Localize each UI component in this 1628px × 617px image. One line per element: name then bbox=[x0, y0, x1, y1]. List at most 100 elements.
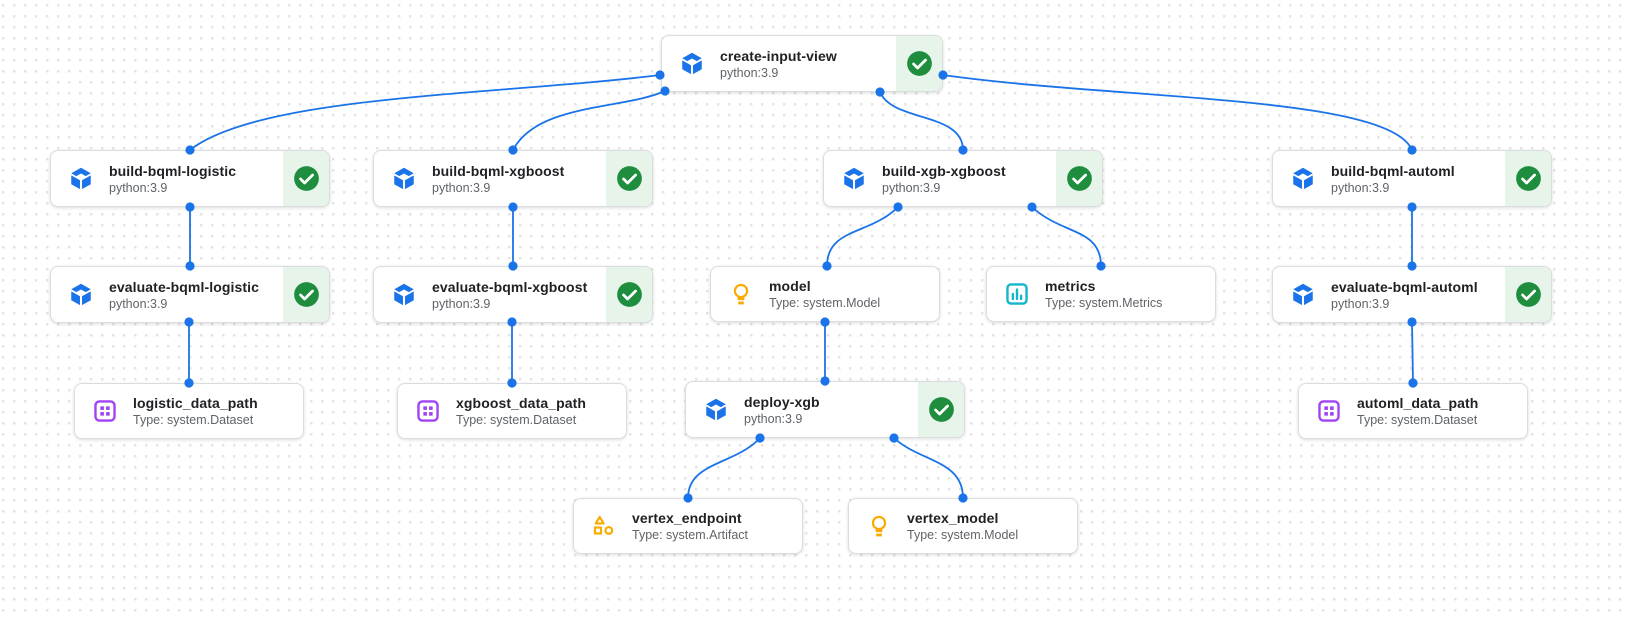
node-subtitle: Type: system.Artifact bbox=[632, 528, 749, 542]
node-title: logistic_data_path bbox=[133, 395, 258, 411]
node-title: build-bqml-logistic bbox=[109, 162, 237, 179]
node-title: vertex_model bbox=[907, 510, 999, 526]
node-subtitle: python:3.9 bbox=[109, 180, 168, 195]
component-cube-icon bbox=[68, 166, 94, 192]
success-check-icon bbox=[928, 396, 955, 423]
component-cube-icon bbox=[679, 51, 705, 77]
edge-create-input-view-to-build-bqml-automl bbox=[942, 74, 1413, 151]
node-subtitle: python:3.9 bbox=[432, 180, 491, 195]
status-zone-succeeded bbox=[1505, 267, 1551, 322]
node-subtitle: Type: system.Model bbox=[907, 528, 1019, 542]
model-lightbulb-icon bbox=[728, 281, 754, 307]
status-zone-succeeded bbox=[896, 36, 942, 91]
node-title: build-bqml-automl bbox=[1331, 162, 1455, 179]
node-title: xgboost_data_path bbox=[456, 395, 587, 411]
node-subtitle: python:3.9 bbox=[1331, 180, 1390, 195]
node-subtitle: python:3.9 bbox=[432, 296, 491, 311]
node-subtitle: Type: system.Metrics bbox=[1045, 296, 1163, 310]
node-title: model bbox=[769, 278, 811, 294]
artifact-shapes-icon bbox=[591, 513, 617, 539]
edge-create-input-view-to-build-xgb-xgboost bbox=[879, 91, 964, 151]
component-cube-icon bbox=[703, 397, 729, 423]
metrics-chart-icon bbox=[1004, 281, 1030, 307]
node-title: evaluate-bqml-logistic bbox=[109, 278, 260, 295]
node-title: evaluate-bqml-automl bbox=[1331, 278, 1478, 295]
success-check-icon bbox=[1515, 165, 1542, 192]
success-check-icon bbox=[906, 50, 933, 77]
node-subtitle: Type: system.Dataset bbox=[456, 413, 577, 427]
success-check-icon bbox=[293, 165, 320, 192]
status-zone-succeeded bbox=[918, 382, 964, 437]
node-subtitle: Type: system.Dataset bbox=[1357, 413, 1478, 427]
edge-deploy-xgb-to-vertex_model bbox=[893, 437, 964, 499]
success-check-icon bbox=[1515, 281, 1542, 308]
success-check-icon bbox=[293, 281, 320, 308]
node-title: evaluate-bqml-xgboost bbox=[432, 278, 588, 295]
component-cube-icon bbox=[1290, 166, 1316, 192]
node-subtitle: python:3.9 bbox=[109, 296, 168, 311]
component-cube-icon bbox=[391, 166, 417, 192]
edge-evaluate-bqml-automl-to-automl_data_path bbox=[1411, 321, 1414, 384]
edge-build-xgb-xgboost-to-metrics bbox=[1031, 206, 1102, 267]
component-cube-icon bbox=[391, 282, 417, 308]
status-zone-succeeded bbox=[606, 151, 652, 206]
edge-deploy-xgb-to-vertex_endpoint bbox=[687, 437, 761, 499]
status-zone-succeeded bbox=[283, 151, 329, 206]
node-title: build-xgb-xgboost bbox=[882, 162, 1006, 179]
node-title: vertex_endpoint bbox=[632, 510, 742, 526]
node-title: metrics bbox=[1045, 278, 1096, 294]
edge-create-input-view-to-build-bqml-xgboost bbox=[512, 90, 666, 151]
success-check-icon bbox=[616, 165, 643, 192]
success-check-icon bbox=[616, 281, 643, 308]
status-zone-succeeded bbox=[1056, 151, 1102, 206]
dataset-grid-icon bbox=[92, 398, 118, 424]
node-title: deploy-xgb bbox=[744, 393, 820, 410]
status-zone-succeeded bbox=[1505, 151, 1551, 206]
component-cube-icon bbox=[68, 282, 94, 308]
status-zone-succeeded bbox=[283, 267, 329, 322]
node-subtitle: python:3.9 bbox=[882, 180, 941, 195]
node-subtitle: python:3.9 bbox=[1331, 296, 1390, 311]
component-cube-icon bbox=[841, 166, 867, 192]
model-lightbulb-icon bbox=[866, 513, 892, 539]
node-title: build-bqml-xgboost bbox=[432, 162, 565, 179]
success-check-icon bbox=[1066, 165, 1093, 192]
node-title: create-input-view bbox=[720, 47, 837, 64]
edge-create-input-view-to-build-bqml-logistic bbox=[189, 74, 661, 151]
node-subtitle: python:3.9 bbox=[720, 65, 779, 80]
status-zone-succeeded bbox=[606, 267, 652, 322]
